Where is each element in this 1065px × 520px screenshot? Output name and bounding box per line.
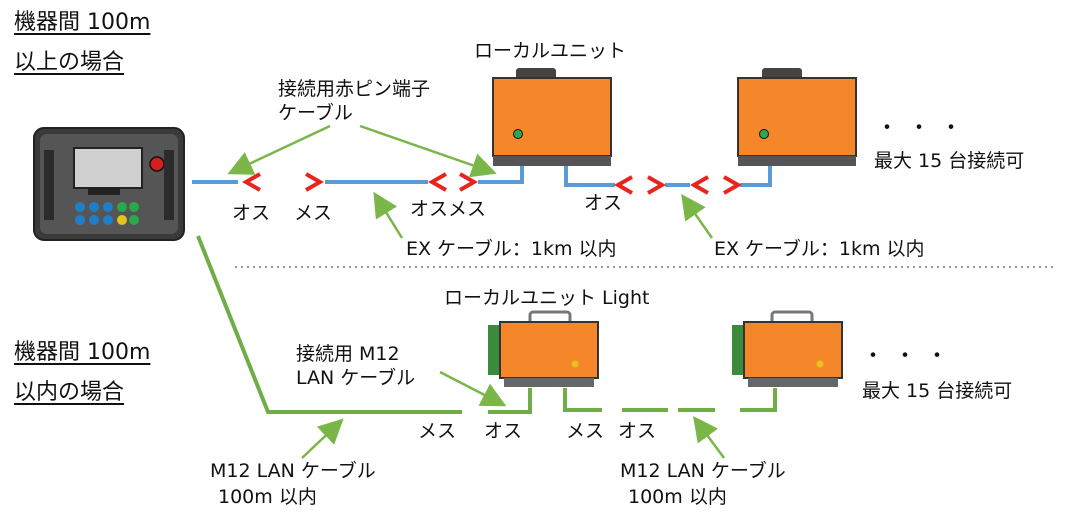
ex-cable-label-1: EX ケーブル：1km 以内 [406,238,617,260]
top-ellipsis: ・・・ [876,116,973,141]
top-conn-male-female: オスメス [410,198,487,220]
red-pin-cable-callout-line1: 接続用赤ピン端子 [278,78,431,100]
bottom-conn-female-2: メス [566,420,605,442]
ex-cable-label-2: EX ケーブル：1km 以内 [714,238,925,260]
red-pin-cable-callout-line2: ケーブル [278,102,353,124]
ex-cables [192,166,772,187]
lan-cable-1-line1: M12 LAN ケーブル [210,460,376,482]
local-unit-light-2 [732,310,843,387]
lan-cable-2-line2: 100m 以内 [628,486,727,508]
top-max-units: 最大 15 台接続可 [874,150,1025,172]
top-conn-female-1: メス [294,202,333,224]
red-connectors [241,172,743,195]
local-unit-1 [492,68,612,166]
top-conn-male-2: オス [584,192,623,214]
lan-cables [196,235,777,414]
lan-cable-1-line2: 100m 以内 [218,486,317,508]
lan-cable-2-line1: M12 LAN ケーブル [620,460,786,482]
top-heading-line2: 以上の場合 [14,50,125,75]
main-controller-device [33,127,185,241]
bottom-conn-male-2: オス [618,420,657,442]
callout-arrows [227,124,726,459]
bottom-heading-line1: 機器間 100m [14,340,151,365]
local-unit-light-1 [488,310,599,387]
local-unit-light-label: ローカルユニット Light [444,287,650,309]
m12-cable-callout-line1: 接続用 M12 [296,343,400,365]
bottom-conn-female-1: メス [418,420,457,442]
bottom-ellipsis: ・・・ [862,344,959,369]
top-heading-line1: 機器間 100m [14,10,151,35]
local-unit-2 [737,68,857,166]
m12-cable-callout-line2: LAN ケーブル [296,367,416,389]
bottom-heading-line2: 以内の場合 [14,380,125,405]
top-conn-male-1: オス [232,202,271,224]
bottom-max-units: 最大 15 台接続可 [862,380,1013,402]
bottom-conn-male-1: オス [484,420,523,442]
local-unit-label: ローカルユニット [474,40,627,62]
